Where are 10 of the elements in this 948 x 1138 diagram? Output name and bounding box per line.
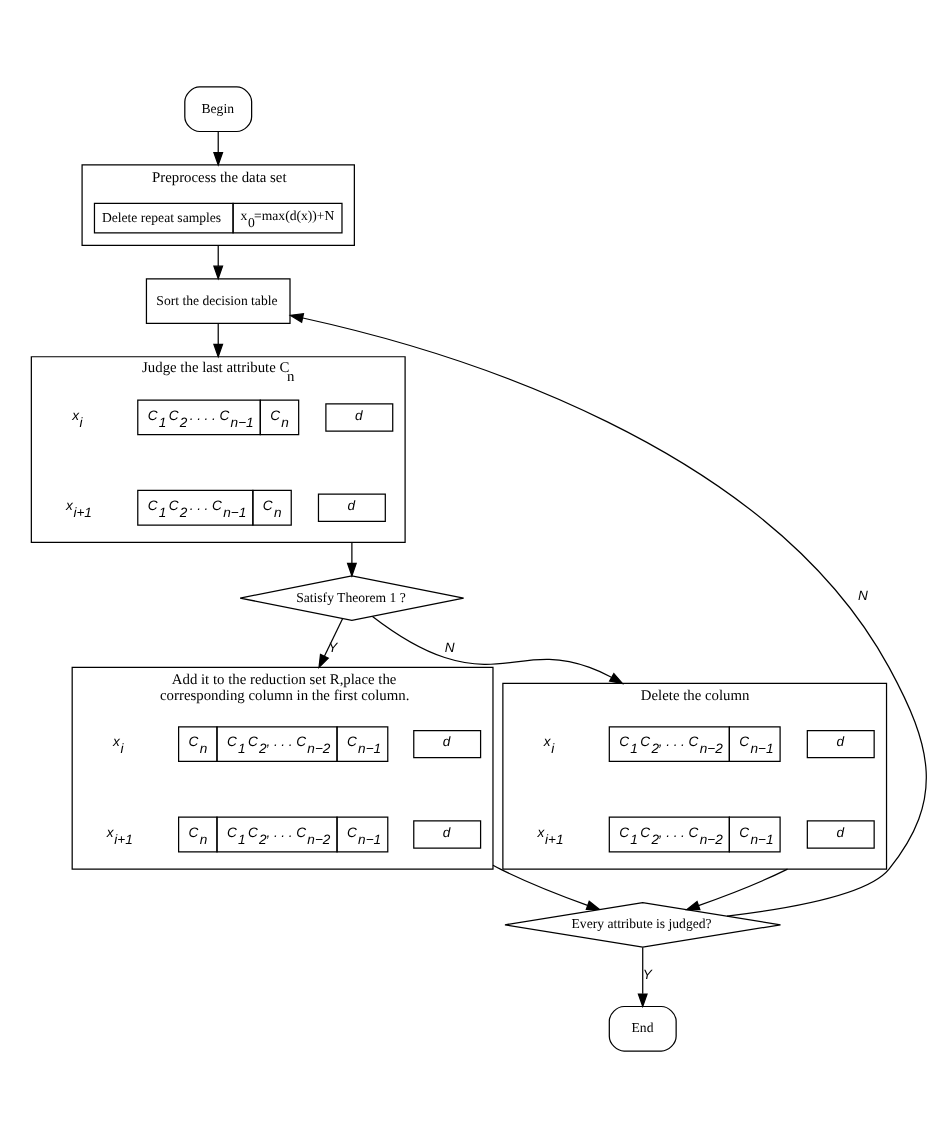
- arrow: [213, 131, 224, 167]
- arrow: [213, 244, 224, 281]
- arrow: [288, 313, 927, 917]
- arrow: [213, 323, 224, 359]
- arrow: [637, 946, 648, 1009]
- arrow: [346, 541, 358, 578]
- arrow: [685, 868, 789, 911]
- arrow: [371, 615, 625, 685]
- arrow: [492, 864, 602, 911]
- arrow: [318, 618, 344, 670]
